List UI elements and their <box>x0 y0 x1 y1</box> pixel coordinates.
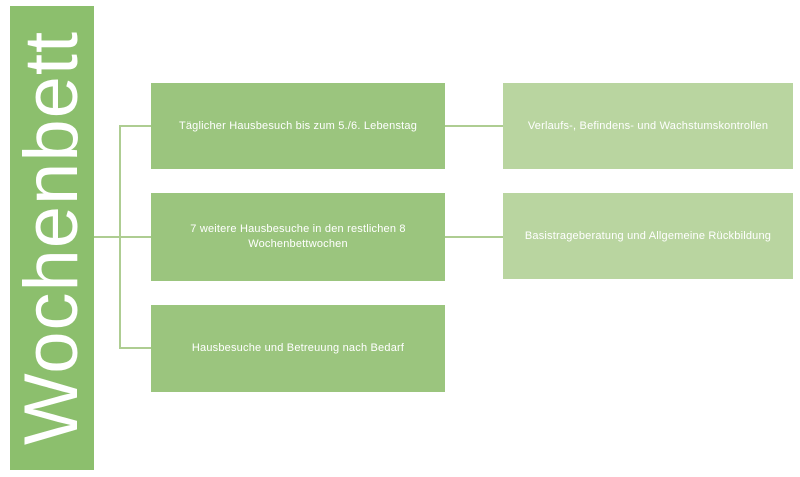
category-bar: Wochenbett <box>9 6 94 470</box>
connector-branch-row-2 <box>94 236 151 238</box>
main-box-row-1: Täglicher Hausbesuch bis zum 5./6. Leben… <box>151 83 445 169</box>
connector-branch-row-3 <box>119 347 151 349</box>
connector-branch-row-1 <box>119 125 151 127</box>
detail-box-row-1: Verlaufs-, Befindens- und Wachstumskontr… <box>503 83 793 169</box>
category-bar-label: Wochenbett <box>9 30 94 446</box>
connector-main-to-detail-row-1 <box>445 125 503 127</box>
connector-main-to-detail-row-2 <box>445 236 503 238</box>
main-box-row-2: 7 weitere Hausbesuche in den restlichen … <box>151 193 445 281</box>
detail-box-row-2: Basistrageberatung und Allgemeine Rückbi… <box>503 193 793 279</box>
main-box-row-3: Hausbesuche und Betreuung nach Bedarf <box>151 305 445 392</box>
